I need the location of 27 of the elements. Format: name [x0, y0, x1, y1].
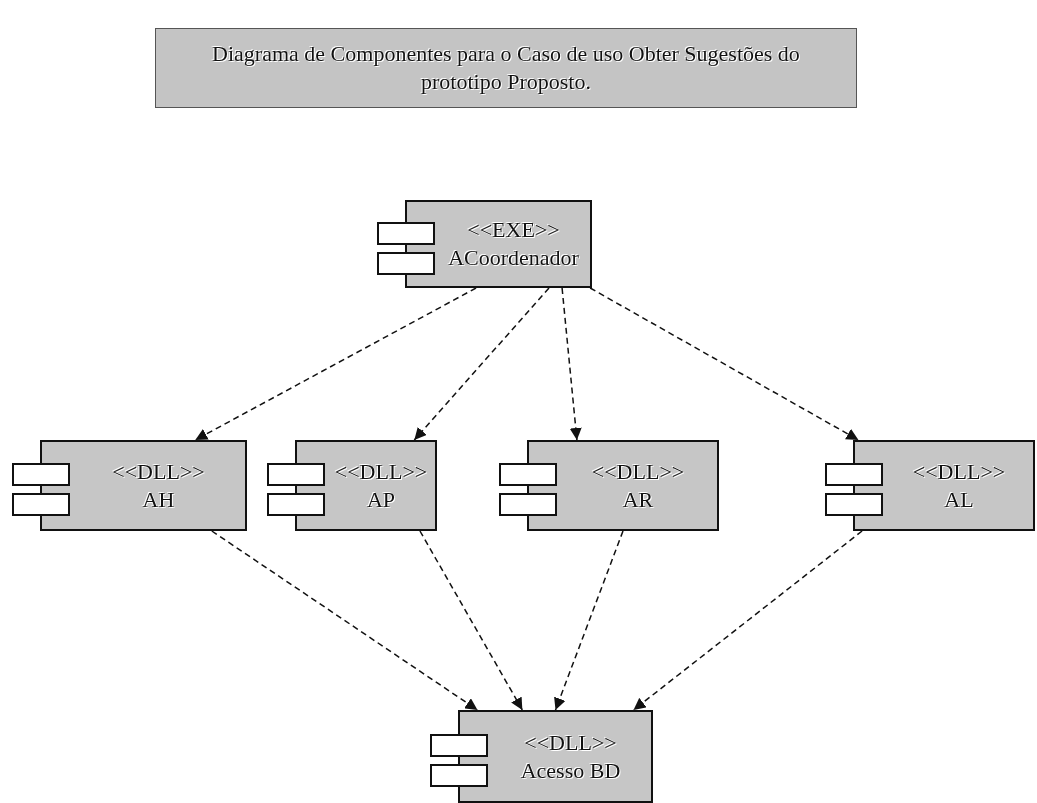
component-box [458, 710, 653, 803]
stereotype-label: <<DLL>> [334, 457, 428, 486]
component-name: AP [366, 485, 396, 514]
dependency-arrow [419, 530, 524, 711]
stereotype-label: <<DLL>> [112, 457, 205, 486]
stereotype-label: <<EXE>> [467, 216, 560, 244]
dependency-arrow [211, 530, 479, 711]
dependency-arrow [589, 287, 860, 441]
component-box [295, 440, 437, 531]
component-box [40, 440, 247, 531]
component-box [405, 200, 592, 288]
dependency-arrow [632, 530, 863, 711]
component-box [527, 440, 719, 531]
component-name: Acesso BD [520, 756, 621, 785]
component-name: AR [622, 485, 654, 514]
stereotype-label: <<DLL>> [591, 457, 685, 486]
dependency-arrow [413, 287, 550, 441]
component-name: AH [142, 485, 175, 514]
dependency-arrow [194, 287, 477, 441]
dependency-arrow [554, 530, 624, 711]
diagram-title: Diagrama de Componentes para o Caso de uso Obter Sugestões do prototipo Proposto. [155, 28, 857, 108]
stereotype-label: <<DLL>> [524, 728, 617, 757]
component-name: AL [944, 485, 974, 514]
stereotype-label: <<DLL>> [912, 457, 1006, 486]
dependency-arrow [561, 287, 582, 441]
component-box [853, 440, 1035, 531]
component-name: ACoordenador [448, 244, 579, 272]
